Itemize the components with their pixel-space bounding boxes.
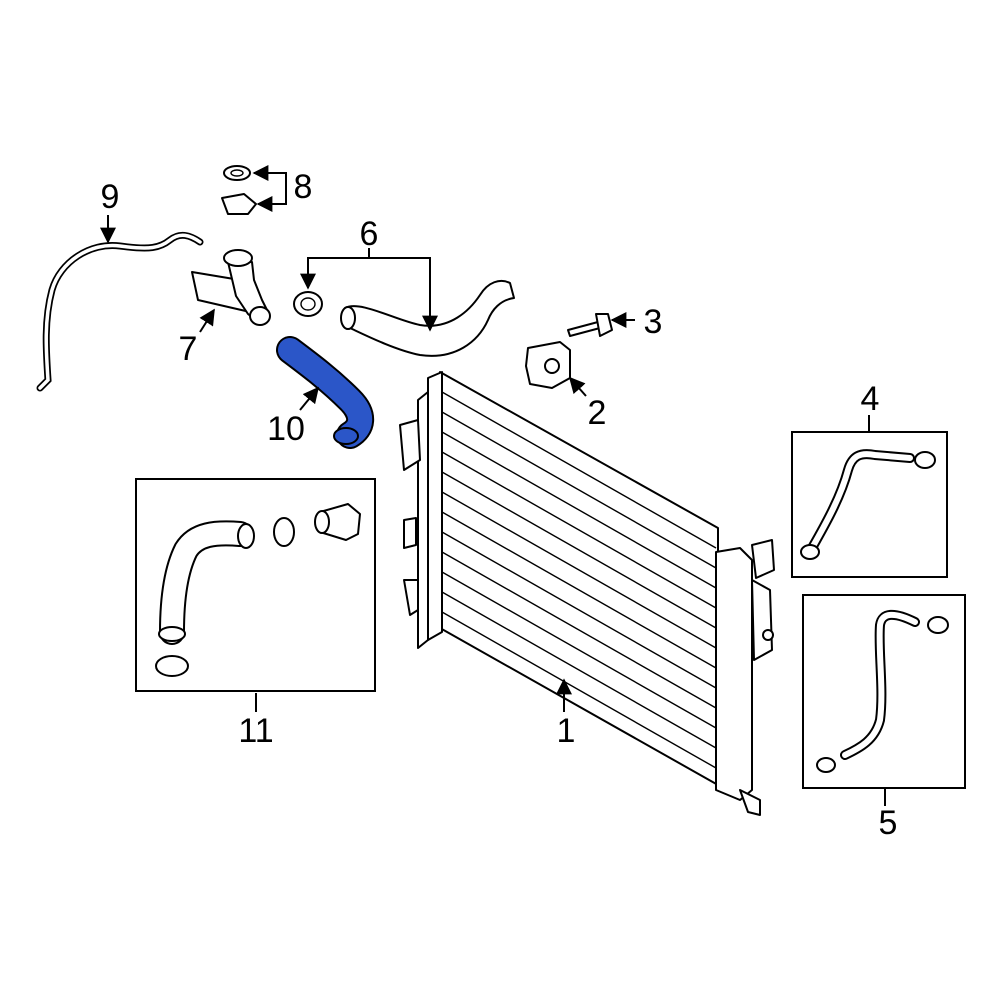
callout-11: 11: [238, 712, 273, 750]
overflow-hose[interactable]: [36, 231, 204, 392]
bolt[interactable]: [567, 313, 613, 337]
heater-hose-5[interactable]: [816, 609, 949, 773]
upper-radiator-hose[interactable]: [340, 279, 515, 357]
callout-2: 2: [588, 394, 607, 432]
callout-5: 5: [879, 804, 898, 842]
heater-hose-4[interactable]: [800, 449, 936, 560]
hose-clamp[interactable]: [293, 291, 323, 317]
callout-8: 8: [294, 168, 313, 206]
callout-labels: 1 2 3 4 5 6 7 8 9 10 11: [101, 168, 898, 842]
callout-6: 6: [360, 215, 379, 253]
callout-10: 10: [267, 410, 305, 448]
callout-9: 9: [101, 178, 120, 216]
hose-kit-11[interactable]: [155, 503, 361, 677]
callout-3: 3: [644, 303, 663, 341]
lower-radiator-hose-highlighted[interactable]: [276, 336, 375, 449]
leader-lines: [100, 165, 886, 806]
radiator[interactable]: [399, 371, 775, 816]
callout-4: 4: [861, 380, 880, 418]
callout-7: 7: [179, 330, 198, 368]
thermostat-housing[interactable]: [191, 249, 271, 326]
radiator-cap[interactable]: [221, 165, 257, 215]
callout-1: 1: [557, 712, 576, 750]
mount-bracket[interactable]: [525, 341, 571, 389]
inset-box-11: [135, 478, 376, 692]
